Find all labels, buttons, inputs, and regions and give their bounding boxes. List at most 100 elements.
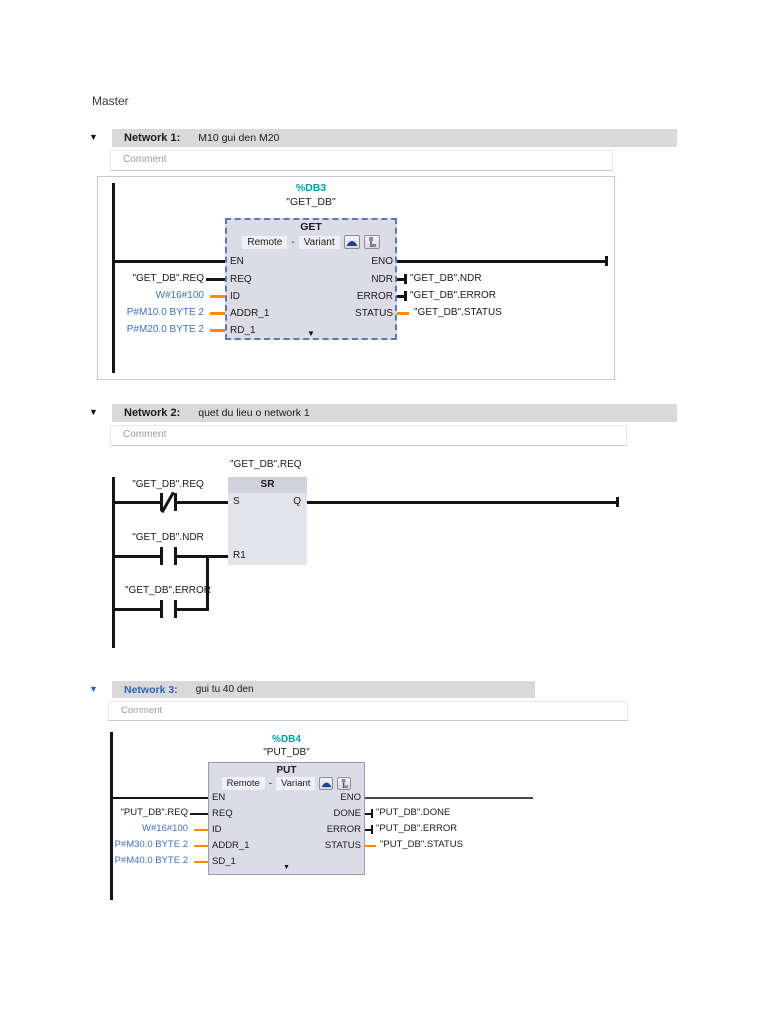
get-rd1-operand[interactable]: P#M20.0 BYTE 2	[126, 324, 204, 335]
get-req-wire	[206, 278, 225, 281]
network2-collapse-icon[interactable]: ▼	[89, 407, 98, 417]
page-title: Master	[92, 94, 129, 108]
get-variant-separator: -	[291, 236, 295, 248]
contact3-label[interactable]: "GET_DB".ERROR	[124, 585, 211, 596]
sr-block-title: SR	[228, 477, 307, 493]
put-pin-en: EN	[212, 792, 226, 803]
network3-comment[interactable]: Comment	[108, 701, 628, 721]
put-status-wire	[365, 845, 376, 847]
get-pin-ndr: NDR	[371, 274, 393, 285]
get-id-operand[interactable]: W#16#100	[155, 290, 204, 301]
network3-header[interactable]: Network 3: gui tu 40 den	[112, 681, 535, 698]
put-error-tick	[371, 825, 373, 834]
put-pin-error: ERROR	[326, 824, 361, 835]
get-instance-button[interactable]	[363, 235, 380, 249]
get-req-operand[interactable]: "GET_DB".REQ	[132, 273, 204, 284]
put-instance-button[interactable]	[337, 777, 352, 790]
network2-comment-text: Comment	[123, 429, 167, 440]
put-expand-icon[interactable]: ▼	[283, 864, 290, 871]
contact1-bar-left	[160, 493, 163, 511]
put-variant-row: Remote - Variant	[208, 777, 365, 790]
put-done-operand[interactable]: "PUT_DB".DONE	[376, 807, 451, 818]
get-error-operand[interactable]: "GET_DB".ERROR	[410, 290, 497, 301]
network1-header[interactable]: Network 1: M10 gui den M20	[112, 129, 677, 147]
put-id-wire	[194, 829, 208, 831]
put-remote-dropdown[interactable]: Remote	[221, 777, 265, 790]
network2-power-rail	[112, 477, 115, 648]
network1-collapse-icon[interactable]: ▼	[89, 132, 98, 142]
network3-comment-text: Comment	[121, 705, 163, 716]
network2-label: Network 2:	[124, 407, 181, 419]
contact3-bar-left	[160, 600, 163, 618]
sr-pin-q: Q	[293, 496, 301, 507]
instance-icon	[341, 778, 349, 788]
get-eno-end-tick	[605, 256, 608, 266]
get-ndr-tick	[404, 274, 407, 284]
put-pin-id: ID	[212, 824, 222, 835]
get-status-wire	[397, 312, 409, 315]
contact1-label[interactable]: "GET_DB".REQ	[132, 479, 204, 490]
get-expand-icon[interactable]: ▼	[307, 329, 315, 338]
get-pin-rd1: RD_1	[230, 325, 256, 336]
sr-operand[interactable]: "GET_DB".REQ	[230, 459, 302, 470]
get-db-name[interactable]: "GET_DB"	[286, 196, 336, 208]
put-pin-done: DONE	[333, 808, 361, 819]
sr-pin-s: S	[233, 496, 240, 507]
rung-junction-line	[206, 555, 209, 611]
get-en-wire	[114, 260, 225, 263]
put-en-wire	[112, 797, 208, 799]
get-pin-en: EN	[230, 256, 244, 267]
sr-pin-r1: R1	[233, 550, 246, 561]
network3-collapse-icon[interactable]: ▼	[89, 684, 98, 694]
network1-comment[interactable]: Comment	[110, 150, 613, 171]
network1-power-rail	[112, 183, 115, 373]
put-req-operand[interactable]: "PUT_DB".REQ	[120, 807, 188, 818]
put-pin-sd1: SD_1	[212, 856, 236, 867]
contact2-label[interactable]: "GET_DB".NDR	[132, 532, 204, 543]
get-addr1-wire	[210, 312, 225, 315]
network2-comment[interactable]: Comment	[110, 425, 627, 446]
get-remote-dropdown[interactable]: Remote	[242, 235, 288, 249]
put-variant-dropdown[interactable]: Variant	[276, 777, 316, 790]
get-variant-dropdown[interactable]: Variant	[298, 235, 340, 249]
network3-power-rail	[110, 732, 113, 900]
put-configure-button[interactable]	[319, 777, 334, 790]
network2-header[interactable]: Network 2: quet du lieu o network 1	[112, 404, 677, 422]
network1-label: Network 1:	[124, 132, 181, 144]
contact1-nc-slash	[160, 491, 175, 513]
put-db-name[interactable]: "PUT_DB"	[263, 747, 310, 758]
network3-title: gui tu 40 den	[195, 684, 254, 695]
get-pin-eno: ENO	[371, 256, 393, 267]
rung1-wire-b	[176, 501, 228, 504]
get-configure-button[interactable]	[343, 235, 360, 249]
contact2-bar-right	[174, 547, 177, 565]
get-error-wire	[397, 295, 405, 298]
get-id-wire	[210, 295, 225, 298]
get-ndr-operand[interactable]: "GET_DB".NDR	[410, 273, 482, 284]
put-done-wire	[365, 813, 372, 815]
network1-title: M10 gui den M20	[198, 132, 280, 144]
put-sd1-operand[interactable]: P#M40.0 BYTE 2	[114, 855, 188, 866]
get-rd1-wire	[210, 329, 225, 332]
rung2-wire-a	[114, 555, 160, 558]
put-sd1-wire	[194, 861, 208, 863]
put-addr1-operand[interactable]: P#M30.0 BYTE 2	[114, 839, 188, 850]
put-status-operand[interactable]: "PUT_DB".STATUS	[380, 839, 463, 850]
network2-title: quet du lieu o network 1	[198, 407, 310, 419]
get-db-number[interactable]: %DB3	[295, 182, 327, 194]
put-eno-wire	[365, 797, 533, 799]
get-ndr-wire	[397, 278, 405, 281]
get-status-operand[interactable]: "GET_DB".STATUS	[414, 307, 502, 318]
put-pin-req: REQ	[212, 808, 233, 819]
contact3-bar-right	[174, 600, 177, 618]
get-addr1-operand[interactable]: P#M10.0 BYTE 2	[126, 307, 204, 318]
get-pin-addr1: ADDR_1	[230, 308, 270, 319]
communication-icon	[321, 782, 331, 788]
get-block-title: GET	[300, 221, 322, 233]
contact1-bar-right	[174, 493, 177, 511]
sr-q-end-tick	[616, 497, 619, 507]
put-error-operand[interactable]: "PUT_DB".ERROR	[376, 823, 458, 834]
put-db-number[interactable]: %DB4	[272, 734, 301, 745]
put-id-operand[interactable]: W#16#100	[142, 823, 188, 834]
get-pin-status: STATUS	[355, 308, 393, 319]
